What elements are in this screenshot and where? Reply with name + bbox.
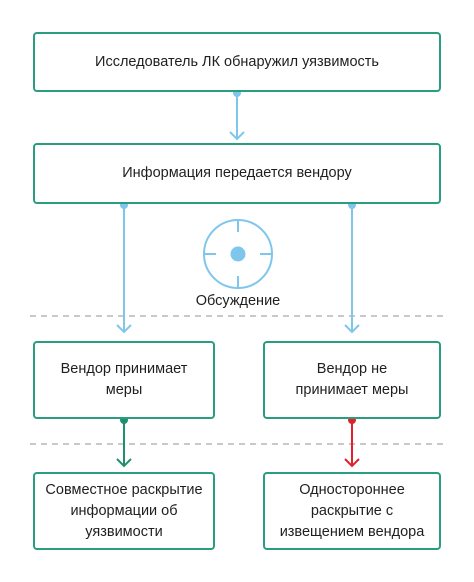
box-discovery: Исследователь ЛК обнаружил уязвимость: [33, 32, 441, 92]
box-joint-disclosure: Совместное раскрытие информации об уязви…: [33, 472, 215, 550]
box-vendor-no-action: Вендор не принимает меры: [263, 341, 441, 419]
discussion-clock-icon: [203, 219, 273, 289]
box-notify-vendor: Информация передается вендору: [33, 143, 441, 204]
connector-vendor-to-no-action: [344, 201, 360, 334]
box-vendor-acts: Вендор принимает меры: [33, 341, 215, 419]
connector-no-action-to-unilateral-disclosure: [344, 416, 360, 468]
connector-vendor-to-acts: [116, 201, 132, 334]
connector-acts-to-joint-disclosure: [116, 416, 132, 468]
label-discussion: Обсуждение: [195, 293, 281, 309]
box-unilateral-disclosure: Одностороннее раскрытие с извещением вен…: [263, 472, 441, 550]
connector-discovery-to-vendor: [229, 89, 245, 141]
